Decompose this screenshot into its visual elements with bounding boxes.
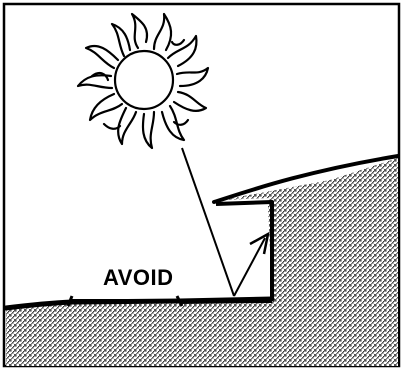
building-wall-edge [215,200,274,300]
sun-icon [76,12,210,150]
balcony-rail [72,299,273,304]
sun-ray-line [181,147,235,297]
reflected-ray-arrow [233,237,266,297]
building-outline [212,154,400,204]
ground-tick-mid [175,295,184,307]
reflected-ray-arrowhead [249,231,270,255]
ground-surface [6,298,272,366]
building-icon [222,158,398,366]
avoid-label: AVOID [103,265,174,290]
sun-disc [113,49,175,111]
ground-tick-left [66,295,74,307]
ground-line [3,296,275,311]
